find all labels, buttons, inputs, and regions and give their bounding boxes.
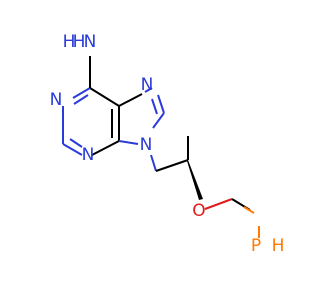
- n1-label: N: [50, 90, 63, 110]
- bond-o-ch2: [204, 198, 233, 210]
- bond-c5-c8: [118, 93, 143, 107]
- n9-label: N: [140, 135, 153, 155]
- oxygen-label: O: [192, 201, 205, 221]
- bond-c8-n9: [152, 112, 165, 129]
- bond-c2-n3-inner: [69, 138, 83, 148]
- bond-n7-c8-inner: [151, 98, 158, 115]
- structure-svg: N H H N N N N O P H: [50, 32, 285, 256]
- wedge-bond-ch-o: [187, 160, 203, 200]
- bond-ch2-ch: [155, 159, 189, 172]
- bond-c6-n1-inner: [73, 94, 89, 105]
- bond-c2-n3: [62, 143, 83, 156]
- bond-c6-n1: [72, 87, 91, 99]
- phosphorus-hydrogen-label: H: [272, 236, 285, 256]
- bond-n3-c4: [91, 140, 120, 156]
- bond-n7-c8-pre: [144, 87, 153, 93]
- bond-c5-c6: [89, 87, 120, 107]
- amine-hydrogen-label-2: H: [73, 32, 86, 52]
- amine-hydrogen-label-1: H: [63, 32, 76, 52]
- n7-label: N: [141, 75, 154, 95]
- bond-n7-c8: [157, 94, 165, 114]
- phosphorus-label: P: [251, 236, 261, 256]
- bond-ch2-p-colored: [243, 206, 255, 214]
- molecule-diagram: N H H N N N N O P H: [49, 32, 285, 256]
- n3-label: N: [82, 145, 95, 165]
- amine-nitrogen-label: N: [84, 32, 97, 52]
- bond-n9-ch2: [150, 154, 157, 172]
- bond-n9-c4: [118, 140, 139, 145]
